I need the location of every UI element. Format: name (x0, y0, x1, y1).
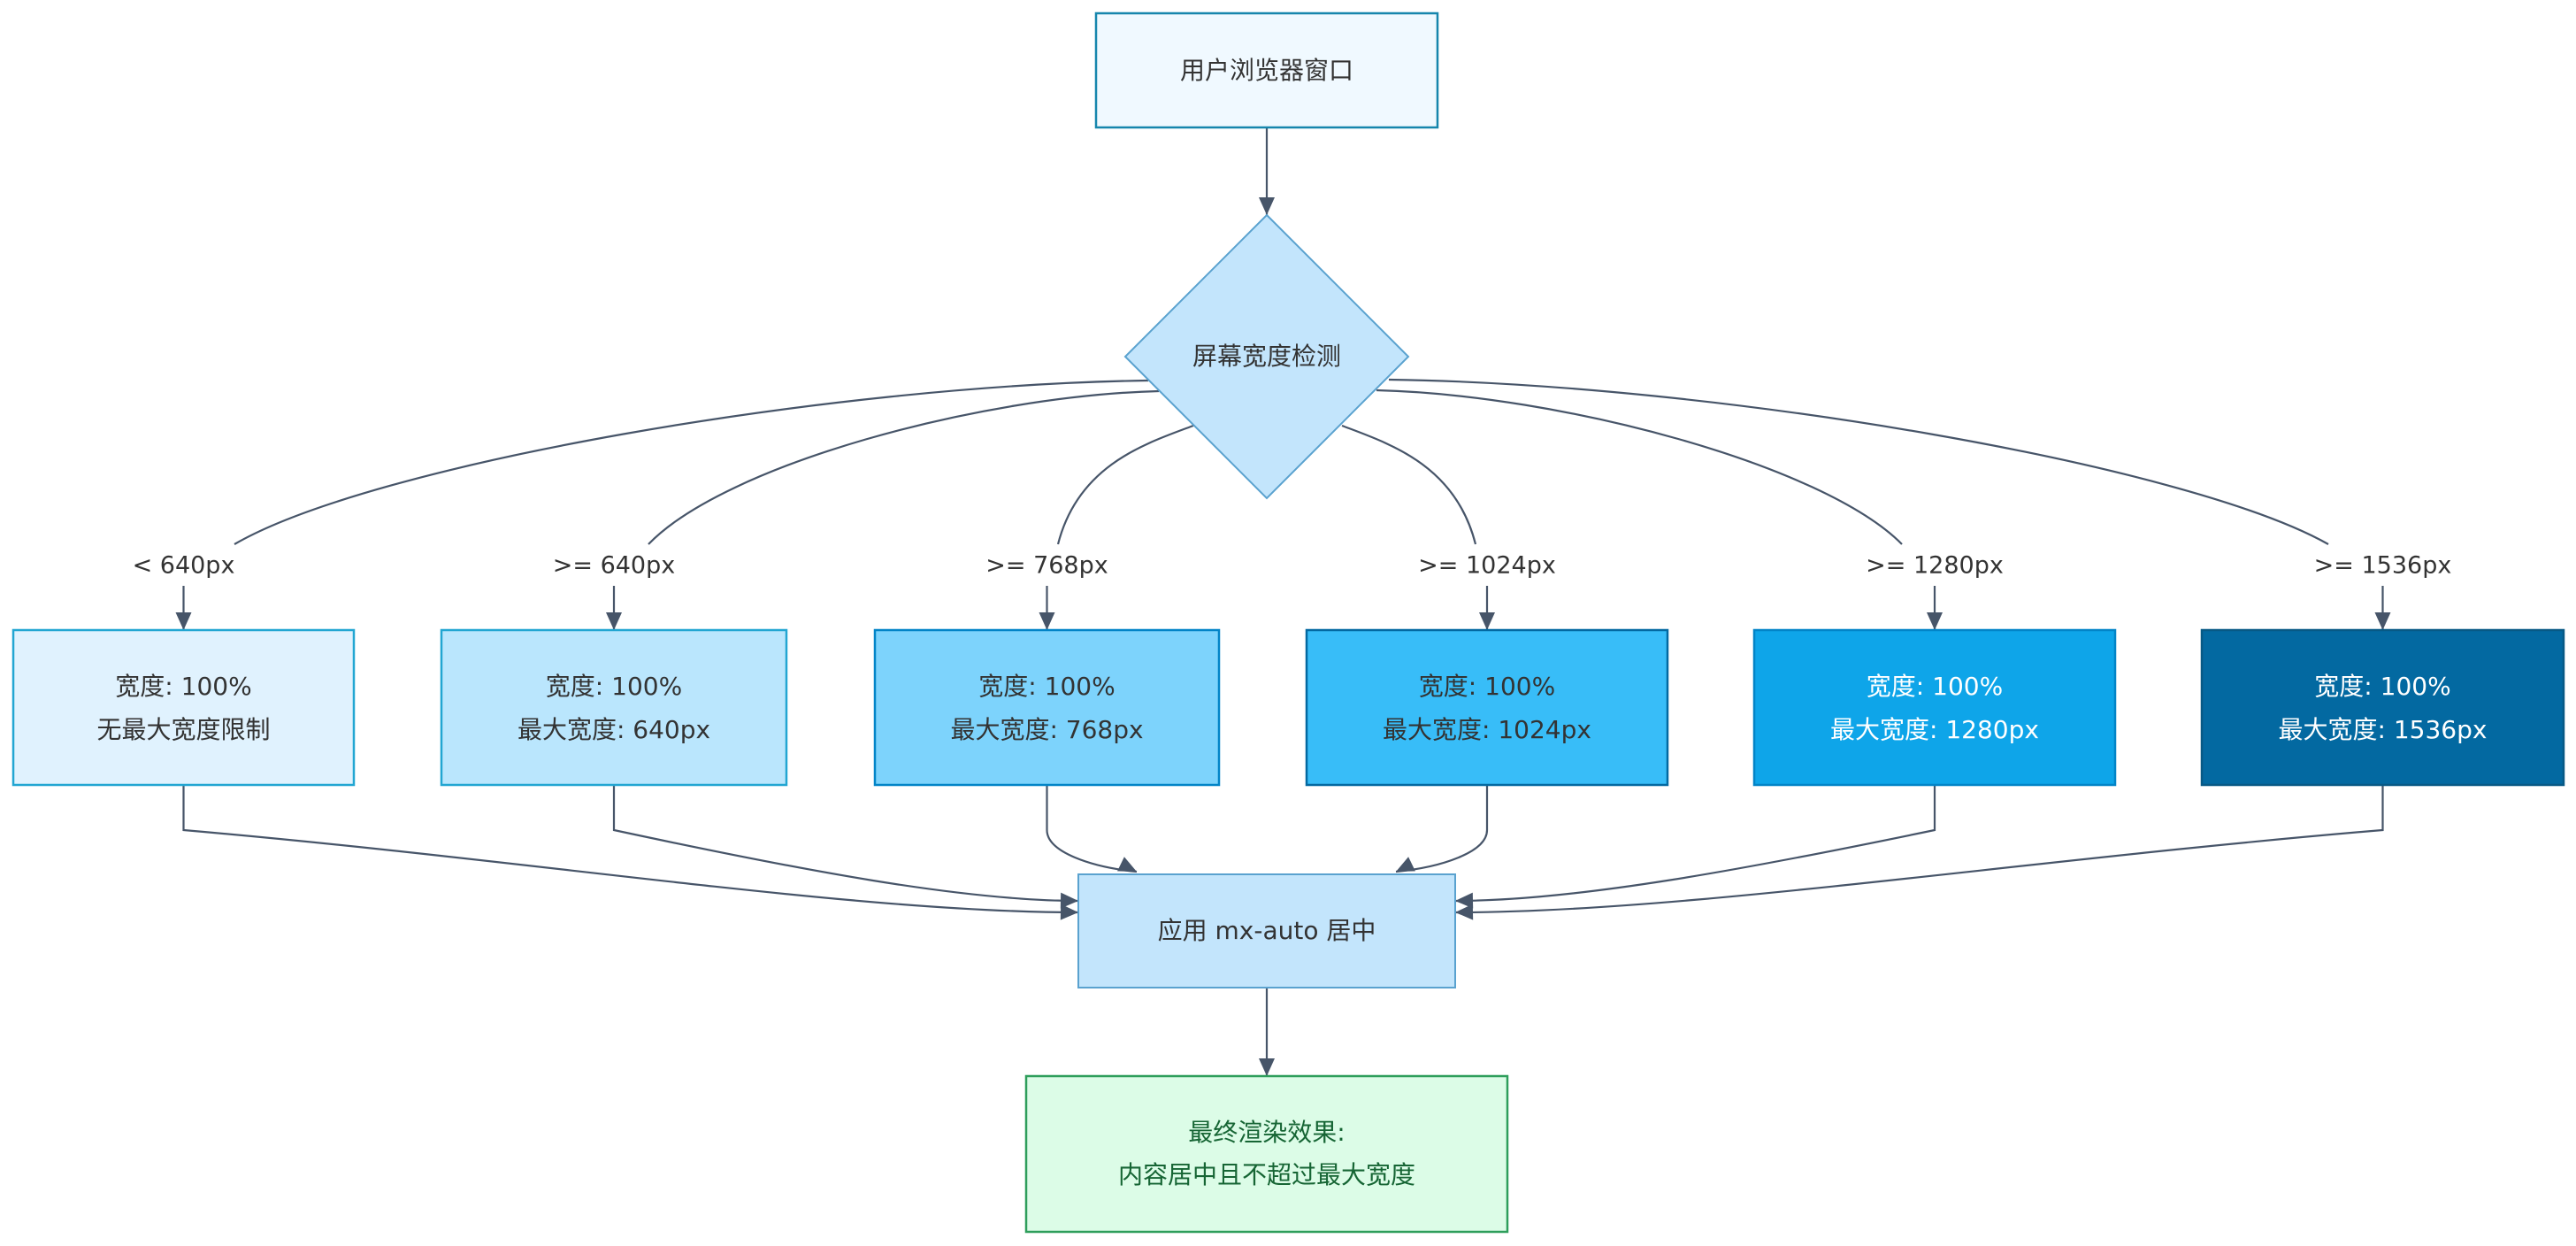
node-breakpoint-3[interactable]: 宽度: 100% 最大宽度: 768px (873, 628, 1221, 787)
edge-breakpoint-4-to-center (1395, 785, 1489, 873)
edge-breakpoint-1-to-center (182, 785, 1079, 914)
edge-breakpoint-3-to-center-arrowhead (1117, 857, 1137, 872)
edge-label-to-box-2-arrowhead (606, 612, 622, 630)
edge-label-breakpoint-5: >= 1280px (1866, 552, 2004, 580)
node-breakpoint-line2: 无最大宽度限制 (96, 715, 270, 744)
node-final-result-line1: 最终渲染效果: (1188, 1118, 1345, 1147)
node-breakpoint-1[interactable]: 宽度: 100% 无最大宽度限制 (12, 628, 356, 787)
edge-breakpoint-1-to-center-arrowhead (1060, 904, 1078, 920)
edge-label-to-box-1-arrowhead (175, 612, 192, 630)
node-breakpoint-box (2200, 628, 2565, 787)
edge-breakpoint-2-to-center-arrowhead (1060, 892, 1078, 909)
node-breakpoint-2[interactable]: 宽度: 100% 最大宽度: 640px (440, 628, 788, 787)
edge-labels-layer: < 640px >= 640px >= 768px >= 1024px >= 1280p… (133, 552, 2452, 580)
edge-label-to-box-3-arrowhead (1039, 612, 1055, 630)
node-breakpoint-line1: 宽度: 100% (2314, 672, 2450, 701)
node-breakpoint-line1: 宽度: 100% (115, 672, 251, 701)
edge-detect-to-breakpoint-1 (234, 379, 1149, 545)
node-breakpoint-line2: 最大宽度: 1280px (1830, 715, 2039, 744)
edge-breakpoint-5-to-center (1454, 785, 1936, 903)
node-breakpoint-box (1752, 628, 2117, 787)
edge-label-breakpoint-1: < 640px (133, 552, 235, 580)
node-breakpoint-line1: 宽度: 100% (1419, 672, 1555, 701)
edge-breakpoint-3-to-center (1046, 785, 1138, 873)
node-screen-width-check[interactable]: 屏幕宽度检测 (1123, 213, 1410, 500)
node-browser-window-label: 用户浏览器窗口 (1180, 56, 1353, 85)
node-breakpoint-box (12, 628, 356, 787)
edge-breakpoint-6-to-center (1454, 785, 2384, 914)
edge-browser-to-detect-arrowhead (1259, 197, 1275, 215)
edge-label-breakpoint-6: >= 1536px (2314, 552, 2452, 580)
edge-detect-to-breakpoint-3 (1056, 424, 1194, 545)
node-breakpoint-6[interactable]: 宽度: 100% 最大宽度: 1536px (2200, 628, 2565, 787)
edge-breakpoint-2-to-center (612, 785, 1079, 903)
node-browser-window[interactable]: 用户浏览器窗口 (1094, 12, 1439, 129)
node-apply-mx-auto-label: 应用 mx-auto 居中 (1158, 916, 1376, 945)
edge-detect-to-breakpoint-4 (1341, 424, 1477, 545)
edge-breakpoint-6-to-center-arrowhead (1455, 904, 1474, 920)
edges-layer (175, 127, 2391, 1076)
node-screen-width-check-label: 屏幕宽度检测 (1192, 342, 1341, 371)
node-breakpoint-line2: 最大宽度: 640px (518, 715, 710, 744)
edge-label-to-box-6-arrowhead (2374, 612, 2391, 630)
node-breakpoint-line2: 最大宽度: 1536px (2279, 715, 2488, 744)
node-breakpoint-box (440, 628, 788, 787)
node-breakpoint-line1: 宽度: 100% (1867, 672, 2003, 701)
node-final-result-line2: 内容居中且不超过最大宽度 (1118, 1160, 1415, 1189)
node-breakpoint-line2: 最大宽度: 1024px (1383, 715, 1591, 744)
edge-label-breakpoint-3: >= 768px (985, 552, 1108, 580)
edge-breakpoint-4-to-center-arrowhead (1396, 857, 1415, 872)
edge-detect-to-breakpoint-5 (1376, 388, 1903, 545)
node-breakpoint-5[interactable]: 宽度: 100% 最大宽度: 1280px (1752, 628, 2117, 787)
edge-label-breakpoint-2: >= 640px (553, 552, 676, 580)
node-breakpoint-4[interactable]: 宽度: 100% 最大宽度: 1024px (1305, 628, 1669, 787)
edge-center-to-result-arrowhead (1259, 1058, 1275, 1076)
node-breakpoint-box (1305, 628, 1669, 787)
edge-detect-to-breakpoint-6 (1388, 378, 2329, 545)
edge-breakpoint-5-to-center-arrowhead (1455, 892, 1474, 909)
node-apply-mx-auto[interactable]: 应用 mx-auto 居中 (1077, 873, 1456, 988)
node-breakpoint-line1: 宽度: 100% (978, 672, 1115, 701)
node-breakpoint-line2: 最大宽度: 768px (950, 715, 1143, 744)
node-breakpoint-line1: 宽度: 100% (546, 672, 682, 701)
edge-detect-to-breakpoint-2 (648, 389, 1160, 545)
edge-label-to-box-4-arrowhead (1479, 612, 1495, 630)
node-breakpoint-box (873, 628, 1221, 787)
edge-label-to-box-5-arrowhead (1927, 612, 1943, 630)
edge-label-breakpoint-4: >= 1024px (1418, 552, 1556, 580)
node-final-result[interactable]: 最终渲染效果: 内容居中且不超过最大宽度 (1024, 1074, 1509, 1234)
